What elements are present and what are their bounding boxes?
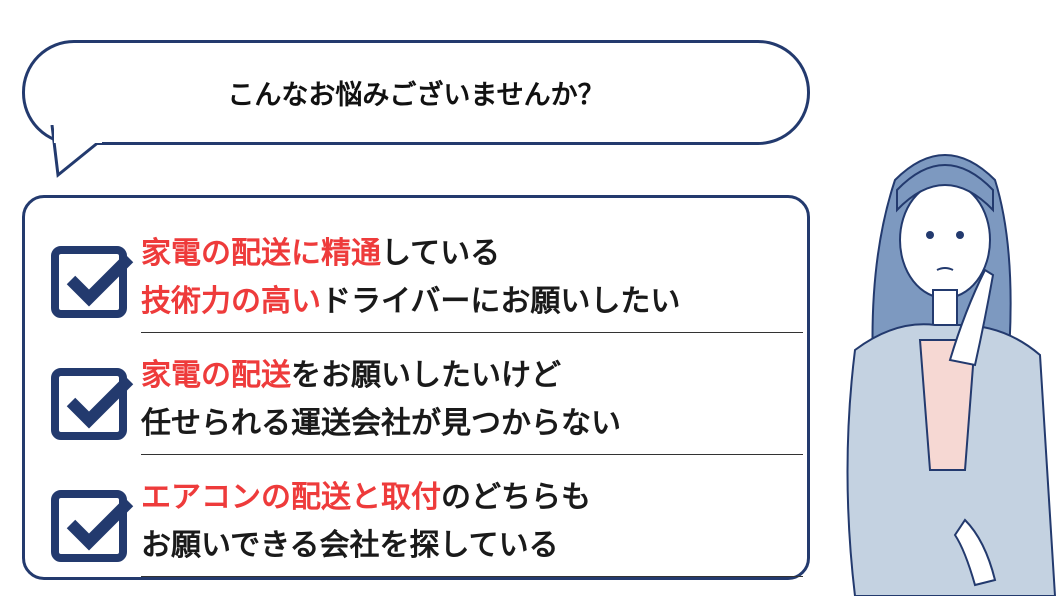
item-line-1: エアコンの配送と取付のどちらも [141, 474, 803, 522]
text: をお願いしたいけど [291, 358, 561, 393]
highlight: 家電の配送に精通 [141, 236, 381, 271]
text: ドライバーにお願いしたい [321, 284, 681, 319]
checkbox-icon [51, 368, 134, 440]
highlight: 家電の配送 [141, 358, 291, 393]
item-line-1: 家電の配送に精通している [141, 230, 803, 278]
speech-bubble: こんなお悩みございませんか？ [22, 40, 810, 145]
bubble-text: こんなお悩みございませんか？ [227, 80, 605, 111]
list-item: エアコンの配送と取付のどちらも お願いできる会社を探している [25, 452, 807, 577]
item-line-1: 家電の配送をお願いしたいけど [141, 352, 803, 400]
text: している [381, 236, 501, 271]
checkbox-icon [51, 246, 134, 318]
worried-woman-illustration [846, 154, 1057, 596]
bubble-tail [50, 125, 102, 178]
list-item: 家電の配送をお願いしたいけど 任せられる運送会社が見つからない [25, 330, 807, 455]
checkbox-icon [51, 490, 134, 562]
concerns-list: 家電の配送に精通している 技術力の高いドライバーにお願いしたい 家電の配送をお願… [22, 195, 810, 580]
text: お願いできる会社を探している [141, 528, 559, 563]
list-item: 家電の配送に精通している 技術力の高いドライバーにお願いしたい [25, 208, 807, 333]
text: のどちらも [441, 480, 591, 515]
item-line-2: 任せられる運送会社が見つからない [141, 400, 803, 448]
highlight: 技術力の高い [141, 284, 321, 319]
highlight: エアコンの配送と取付 [141, 480, 441, 515]
text: 任せられる運送会社が見つからない [141, 406, 621, 441]
item-line-2: 技術力の高いドライバーにお願いしたい [141, 278, 803, 326]
item-line-2: お願いできる会社を探している [141, 522, 803, 570]
